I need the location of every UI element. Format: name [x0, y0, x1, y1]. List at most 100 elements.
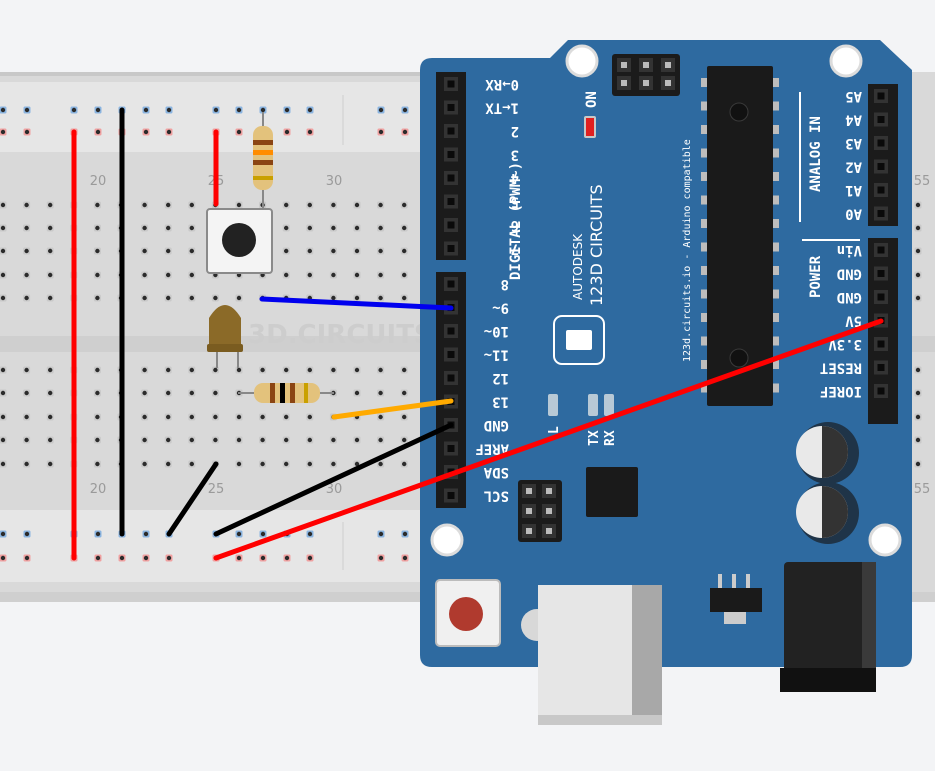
hole-main-17-6 [400, 389, 408, 397]
chip-leg-right-2 [771, 125, 779, 134]
hole-main-2-0 [46, 201, 54, 209]
digital-pin-upper-5[interactable] [444, 194, 458, 209]
wire-orange-pin-13[interactable] [331, 398, 454, 420]
digital-pin-lower-2[interactable] [444, 324, 458, 338]
icsp-top-pin-2-1 [661, 76, 675, 90]
wire-red-5v[interactable] [213, 318, 884, 561]
hole-main-8-1 [188, 224, 196, 232]
digital-lower-label-4: 12 [492, 370, 509, 386]
analog-pin-5[interactable] [874, 206, 888, 221]
analog-pin-label-0: A5 [845, 88, 862, 104]
bottom-power-rail [0, 510, 440, 582]
chip-leg-left-5 [701, 195, 709, 205]
digital-pin-upper-0[interactable] [444, 77, 458, 91]
chip-leg-right-1 [771, 101, 779, 111]
power-led [586, 118, 594, 136]
chip-leg-right-5 [771, 195, 779, 205]
analog-pin-label-1: A4 [845, 112, 862, 128]
digital-pin-lower-9[interactable] [444, 488, 458, 503]
hole-rail-12-3 [377, 554, 385, 562]
digital-lower-label-0: 8 [501, 276, 509, 292]
power-pin-4[interactable] [874, 337, 888, 351]
digital-pin-upper-4[interactable] [444, 171, 458, 185]
wire-black-gnd[interactable] [213, 422, 454, 537]
analog-pin-2[interactable] [874, 136, 888, 150]
hole-main-15-0 [353, 201, 361, 209]
hole-rail-3-0 [94, 106, 102, 114]
digital-pin-upper-2[interactable] [444, 124, 458, 138]
digital-pin-lower-7[interactable] [444, 441, 458, 456]
analog-pin-4[interactable] [874, 183, 888, 197]
digital-pin-lower-3[interactable] [444, 347, 458, 362]
power-pin-0[interactable] [874, 243, 888, 257]
voltage-regulator [710, 574, 762, 624]
analog-pin-1[interactable] [874, 112, 888, 127]
push-button[interactable] [206, 208, 273, 274]
analog-pin-0[interactable] [874, 89, 888, 103]
hole-main-7-9 [164, 460, 172, 468]
capacitor-1 [796, 422, 859, 484]
hole-main-4-1 [93, 224, 101, 232]
digital-upper-label-3: 3 [511, 147, 519, 163]
hole-rail-12-0 [377, 106, 385, 114]
digital-pin-upper-1[interactable] [444, 100, 458, 115]
analog-pin-3[interactable] [874, 159, 888, 174]
hole-main-1-7 [23, 413, 31, 421]
usb-shell-side [632, 585, 662, 725]
hole-rail-7-0 [212, 106, 220, 114]
wire-blue-pin-9[interactable] [259, 296, 454, 311]
digital-pin-upper-3[interactable] [444, 147, 458, 162]
hole-main-8-3 [188, 271, 196, 279]
digital-pin-upper-7[interactable] [444, 241, 458, 256]
hole-main-14-1 [329, 224, 337, 232]
hole-rail-1-2 [23, 530, 31, 538]
led-rx [604, 394, 614, 416]
hole-main-8-4 [188, 294, 196, 302]
hole-main-15-3 [353, 271, 361, 279]
resistor-vertical-band-4 [253, 176, 273, 180]
hole-main-0-3 [0, 271, 7, 279]
hole-main-6-4 [141, 294, 149, 302]
icsp-bottom-pin-0-2 [522, 524, 536, 538]
hole-rail-8-0 [235, 106, 243, 114]
arduino-board: DIGITAL (PWM~) ON AUTODESK 123D CIRCUITS… [420, 40, 912, 725]
breadboard-right-bottom-edge [900, 592, 935, 602]
hole-main-15-1 [353, 224, 361, 232]
hole-main-10-0 [235, 201, 243, 209]
digital-header-label: DIGITAL (PWM~) [508, 162, 524, 280]
reset-button-cap [449, 597, 483, 631]
hole-main-15-8 [353, 436, 361, 444]
power-pin-6[interactable] [874, 384, 888, 398]
reset-button[interactable] [435, 579, 501, 647]
hole-main-9-7 [211, 413, 219, 421]
hole-main-4-6 [93, 389, 101, 397]
hole-main-1-1 [23, 224, 31, 232]
digital-pin-upper-6[interactable] [444, 218, 458, 232]
digital-lower-label-9: SCL [484, 488, 509, 504]
capacitor-2 [796, 482, 859, 544]
hole-main-16-2 [377, 247, 385, 255]
hole-rail-11-3 [306, 554, 314, 562]
hole-main-2-6 [46, 389, 54, 397]
usb-shell-bottom [538, 715, 662, 725]
hole-right-8 [914, 436, 922, 444]
hole-rail-11-0 [306, 106, 314, 114]
digital-pin-lower-4[interactable] [444, 371, 458, 385]
hole-main-8-8 [188, 436, 196, 444]
hole-rail-0-1 [0, 128, 7, 136]
hole-rail-2-0 [70, 106, 78, 114]
digital-lower-label-5: 13 [492, 394, 509, 410]
power-pin-5[interactable] [874, 360, 888, 375]
capacitor-2-stripe [822, 486, 848, 538]
hole-main-10-8 [235, 436, 243, 444]
power-pin-1[interactable] [874, 266, 888, 281]
digital-pin-lower-0[interactable] [444, 277, 458, 291]
resistor-horizontal-band-1 [270, 383, 275, 403]
chip-leg-right-6 [771, 219, 779, 228]
wire-black-led-ground[interactable] [166, 461, 219, 537]
hole-main-7-6 [164, 389, 172, 397]
column-label-top-55: 55 [914, 174, 931, 189]
power-pin-2[interactable] [874, 290, 888, 304]
hole-main-16-5 [377, 366, 385, 374]
dc-jack-side [862, 562, 876, 692]
